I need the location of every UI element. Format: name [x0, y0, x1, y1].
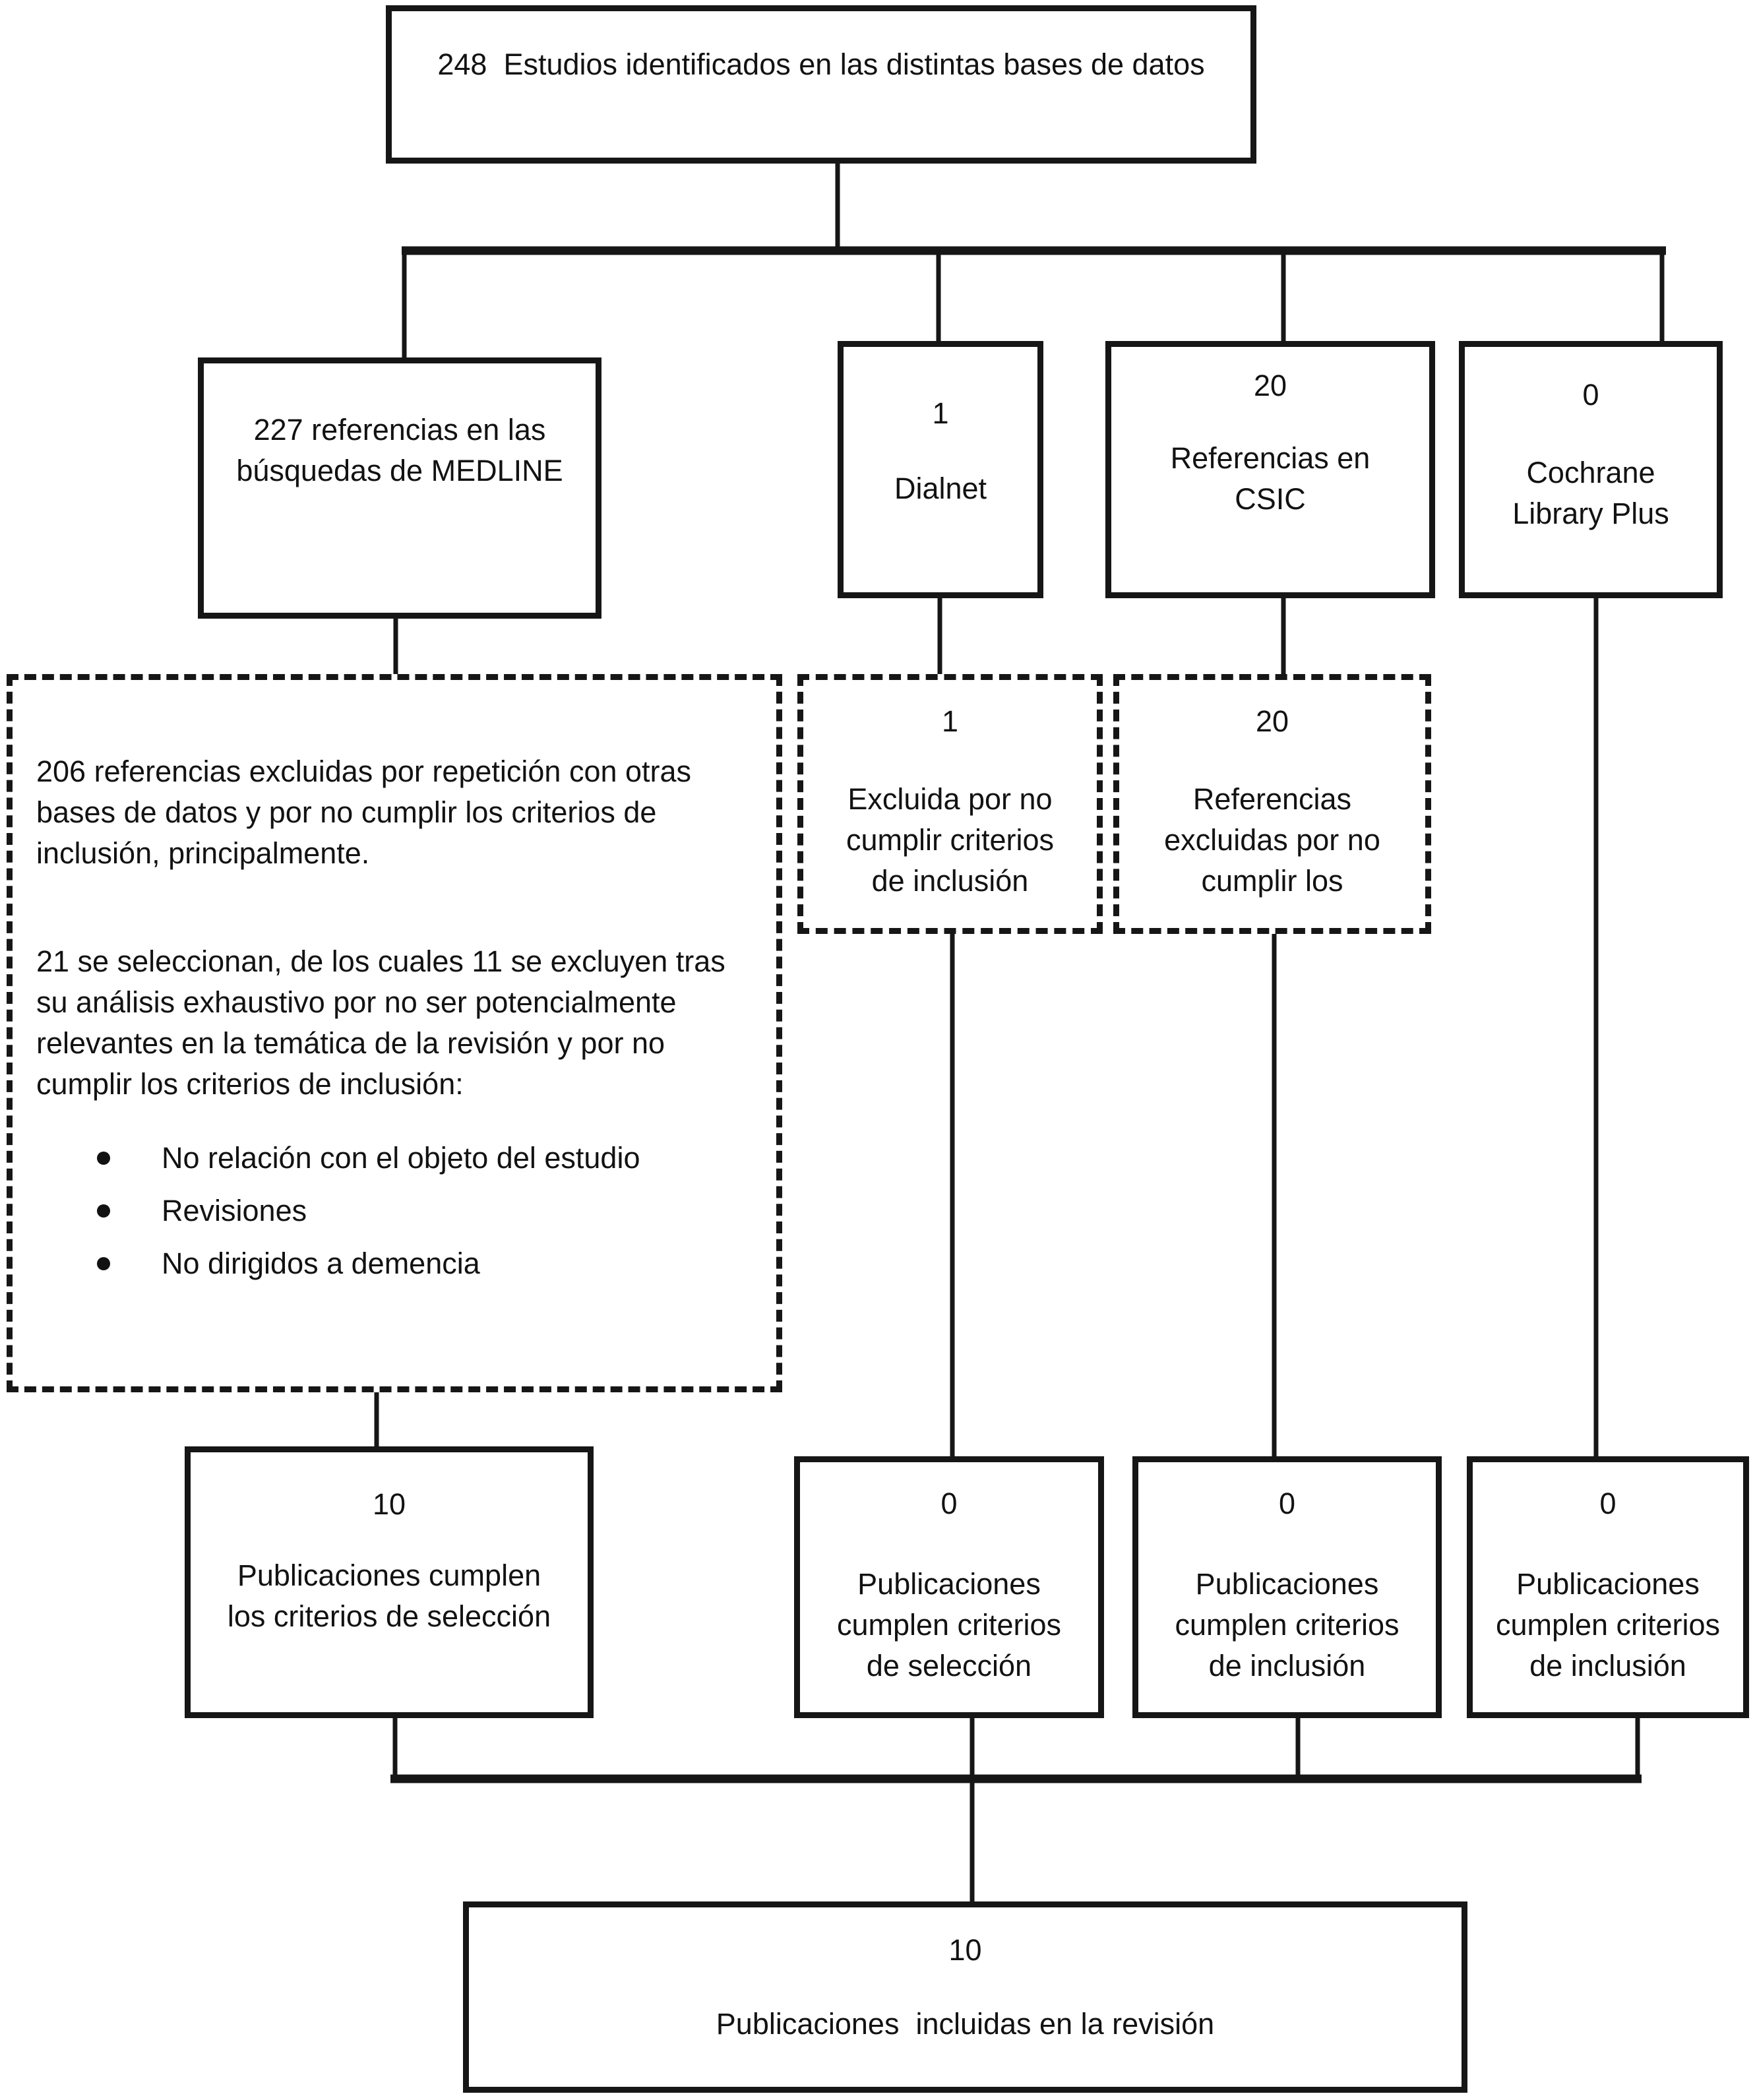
exclusion-bullet-text: Revisiones [162, 1194, 307, 1227]
dialnet-selected-box: 0 Publicaciones cumplen criterios de sel… [794, 1456, 1104, 1718]
csic-exclusion-label: Referencias excluidas por no cumplir los [1164, 782, 1380, 898]
exclusion-bullet: No dirigidos a demencia [97, 1243, 640, 1284]
exclusion-paragraph-2: 21 se seleccionan, de los cuales 11 se e… [36, 944, 725, 1101]
csic-exclusion-box: 20 Referencias excluidas por no cumplir … [1113, 674, 1431, 934]
medline-selected-label: Publicaciones cumplen los criterios de s… [227, 1559, 551, 1633]
csic-selected-box: 0 Publicaciones cumplen criterios de inc… [1132, 1456, 1442, 1718]
dialnet-exclusion-count: 1 [941, 704, 959, 738]
exclusion-paragraph-1: 206 referencias excluidas por repetición… [36, 755, 692, 870]
studies-identified-text: 248 Estudios identificados en las distin… [437, 47, 1205, 81]
cochrane-selected-count: 0 [1599, 1487, 1616, 1520]
medline-exclusion-box: 206 referencias excluidas por repetición… [7, 674, 782, 1392]
csic-selected-label: Publicaciones cumplen criterios de inclu… [1175, 1567, 1400, 1683]
csic-label: Referencias en CSIC [1170, 441, 1370, 516]
dialnet-label: Dialnet [894, 472, 987, 505]
dialnet-selected-count: 0 [940, 1487, 958, 1520]
csic-exclusion-count: 20 [1255, 704, 1289, 738]
exclusion-bullet-list: No relación con el objeto del estudio Re… [97, 1138, 640, 1284]
exclusion-bullet-text: No dirigidos a demencia [162, 1247, 480, 1280]
exclusion-bullet-text: No relación con el objeto del estudio [162, 1141, 640, 1175]
medline-references-box: 227 referencias en las búsquedas de MEDL… [198, 357, 601, 619]
bullet-dot [97, 1204, 110, 1218]
dialnet-box: 1 Dialnet [838, 341, 1043, 598]
cochrane-label: Cochrane Library Plus [1512, 456, 1669, 530]
dialnet-exclusion-label: Excluida por no cumplir criterios de inc… [846, 782, 1055, 898]
studies-identified-box: 248 Estudios identificados en las distin… [386, 5, 1256, 164]
csic-count: 20 [1253, 369, 1287, 402]
bullet-dot [97, 1257, 110, 1270]
bullet-dot [97, 1152, 110, 1165]
dialnet-selected-label: Publicaciones cumplen criterios de selec… [836, 1567, 1062, 1683]
included-label: Publicaciones incluidas en la revisión [716, 2007, 1215, 2041]
dialnet-count: 1 [932, 396, 949, 430]
exclusion-bullet: No relación con el objeto del estudio [97, 1138, 640, 1179]
medline-selected-count: 10 [372, 1487, 406, 1521]
dialnet-exclusion-box: 1 Excluida por no cumplir criterios de i… [797, 674, 1103, 934]
cochrane-selected-label: Publicaciones cumplen criterios de inclu… [1495, 1567, 1721, 1683]
included-count: 10 [948, 1933, 982, 1967]
cochrane-count: 0 [1582, 378, 1599, 412]
csic-selected-count: 0 [1278, 1487, 1296, 1520]
exclusion-bullet: Revisiones [97, 1190, 640, 1231]
included-in-review-box: 10 Publicaciones incluidas en la revisió… [463, 1901, 1467, 2093]
cochrane-selected-box: 0 Publicaciones cumplen criterios de inc… [1467, 1456, 1749, 1718]
cochrane-box: 0 Cochrane Library Plus [1459, 341, 1723, 598]
medline-references-text: 227 referencias en las búsquedas de MEDL… [236, 413, 563, 487]
csic-references-box: 20 Referencias en CSIC [1105, 341, 1435, 598]
medline-selected-box: 10 Publicaciones cumplen los criterios d… [185, 1446, 594, 1718]
